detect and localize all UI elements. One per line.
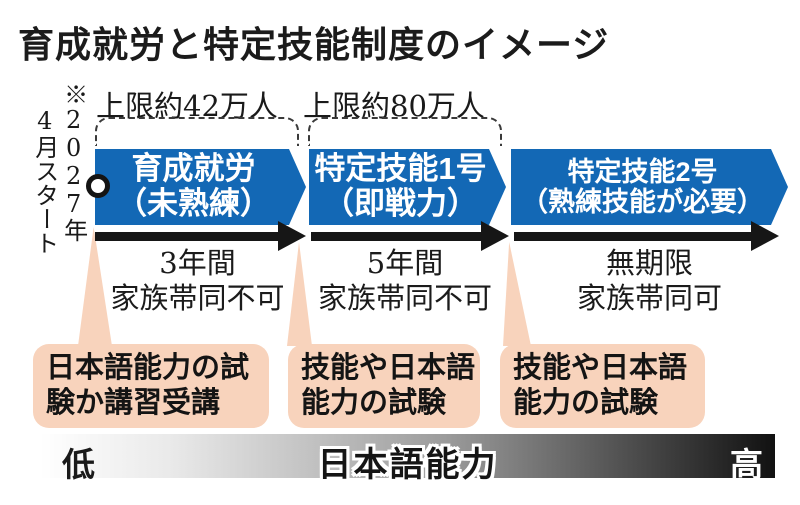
page-title: 育成就労と特定技能制度のイメージ [18,24,610,65]
period-family-rule: 家族帯同可 [576,281,722,316]
period-label-3: 無期限 家族帯同可 [511,246,788,317]
start-date-note-line1: ※2027年 [59,82,88,242]
scale-axis-label: 日本語能力 [317,446,498,484]
period-family-rule: 家族帯同不可 [317,281,492,316]
scale-high-label: 高 [730,446,763,483]
stage-banner-tokutei-ginou-1: 特定技能1号 （即戦力） [309,149,506,225]
requirement-callout-2: 技能や日本語 能力の試験 [288,344,480,428]
scale-low-label: 低 [62,446,95,483]
period-label-1: 3年間 家族帯同不可 [95,246,300,317]
period-duration: 3年間 [159,246,236,280]
dashed-bracket-stage1 [95,117,299,146]
requirement-line: 技能や日本語 [301,352,476,384]
period-family-rule: 家族帯同不可 [110,281,285,316]
timeline-segment-2 [311,232,481,241]
dashed-bracket-stage2 [308,117,502,146]
stage-name: 育成就労 [131,151,256,187]
period-label-2: 5年間 家族帯同不可 [305,246,505,317]
stage-banner-ikusei-shuro: 育成就労 （未熟練） [95,149,306,225]
requirement-line: 験か講習受講 [46,387,221,420]
language-ability-gradient-bar [40,434,775,478]
timeline-segment-3 [514,232,751,241]
timeline-arrowhead-icon-1 [278,221,306,251]
requirement-callout-1: 日本語能力の試 験か講習受講 [33,344,269,428]
period-duration: 5年間 [366,246,444,280]
stage-name: 特定技能1号 [314,151,487,187]
stage-banner-tokutei-ginou-2: 特定技能2号 （熟練技能が必要） [511,149,788,225]
timeline-arrowhead-icon-3 [751,221,779,251]
stage-name: 特定技能2号 [567,156,718,187]
timeline-segment-1 [95,232,278,241]
requirement-line: 日本語能力の試 [46,352,250,384]
start-marker-circle-icon [86,174,110,198]
stage-subname: （即戦力） [323,186,478,221]
stage-subname: （未熟練） [116,186,271,221]
start-date-note-line2: 4月スタート [30,107,59,255]
timeline-arrowhead-icon-2 [481,221,509,251]
period-duration: 無期限 [605,246,693,280]
start-date-note: ※2027年 4月スタート [30,82,88,292]
stage-subname: （熟練技能が必要） [521,187,764,217]
requirement-line: 能力の試験 [301,387,447,420]
requirement-line: 能力の試験 [513,387,659,420]
requirement-callout-3: 技能や日本語 能力の試験 [500,344,705,428]
requirement-line: 技能や日本語 [513,352,688,384]
